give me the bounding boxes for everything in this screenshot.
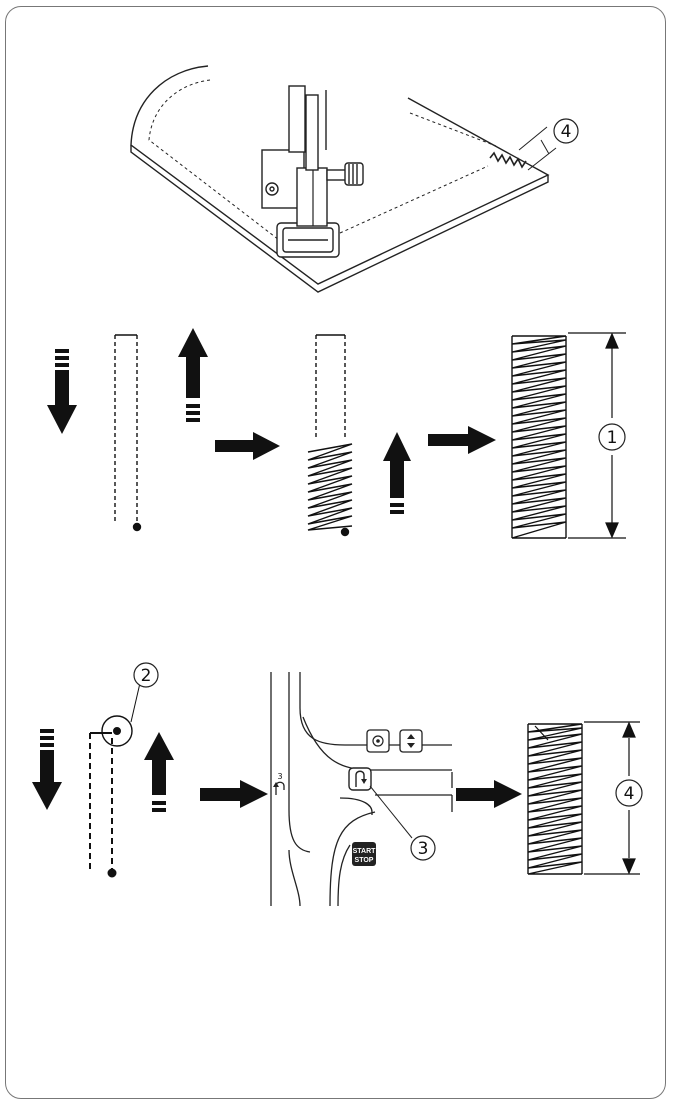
- next-step-arrow-row2: [200, 780, 268, 808]
- callout-1: 1: [598, 423, 626, 451]
- length-dimension-1: [568, 332, 626, 539]
- reverse-stitch-button[interactable]: [348, 767, 372, 791]
- presser-foot-icon: [372, 735, 384, 747]
- svg-text:STOP: STOP: [355, 857, 374, 864]
- short-stitch-path: [89, 682, 141, 878]
- reverse-sewing-arrow: [178, 328, 208, 422]
- page-frame: [5, 6, 666, 1099]
- callout-2: 2: [133, 662, 159, 688]
- svg-text:4: 4: [624, 784, 635, 804]
- zigzag-progress-path: [307, 334, 353, 537]
- finished-bartack-2: [527, 723, 583, 875]
- svg-text:START: START: [353, 848, 377, 855]
- length-dimension-4: [584, 721, 640, 875]
- svg-text:4: 4: [561, 122, 572, 142]
- needle-up-down-button[interactable]: [399, 729, 423, 753]
- fabric-sewing-illustration: [130, 65, 557, 293]
- presser-foot-button[interactable]: [366, 729, 390, 753]
- reverse-stitch-icon: [355, 770, 365, 787]
- straight-stitch-path-1: [114, 334, 142, 532]
- callout-3: 3: [410, 835, 436, 861]
- svg-text:1: 1: [607, 428, 618, 448]
- side-reverse-lever: 3: [273, 772, 285, 795]
- next-step-arrow-row2b: [456, 780, 522, 808]
- callout-4-bottom: 4: [615, 779, 643, 807]
- start-stop-button[interactable]: START STOP: [352, 842, 376, 866]
- callout-4-top: 4: [553, 118, 579, 144]
- reverse-sewing-arrow-2: [383, 432, 411, 514]
- svg-text:3: 3: [277, 772, 282, 781]
- forward-sewing-arrow-row2: [32, 729, 62, 810]
- reverse-sewing-arrow-row2: [144, 732, 174, 812]
- finished-bartack: [511, 335, 567, 539]
- next-step-arrow: [215, 432, 280, 460]
- svg-text:3: 3: [418, 839, 429, 859]
- needle-up-down-icon: [407, 734, 415, 748]
- forward-sewing-arrow: [47, 349, 77, 434]
- next-step-arrow-2: [428, 426, 496, 454]
- svg-text:2: 2: [141, 666, 152, 686]
